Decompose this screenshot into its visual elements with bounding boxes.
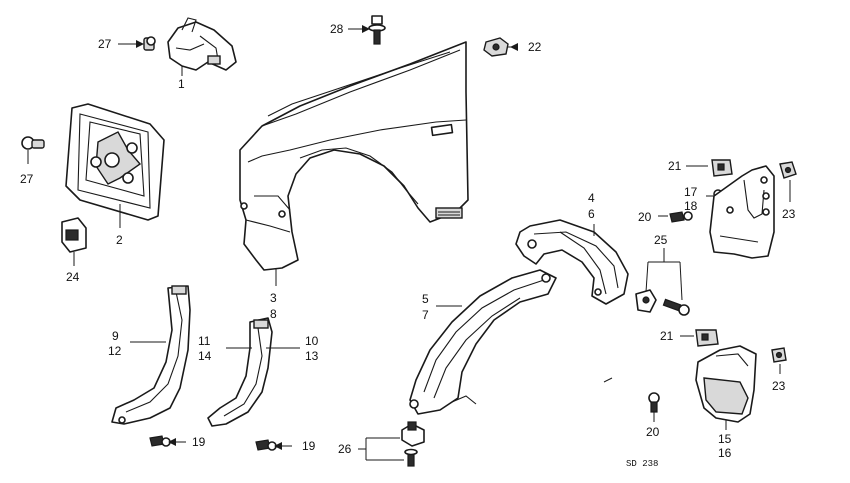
callout-7: 7 — [422, 308, 429, 322]
callout-14: 14 — [198, 349, 212, 363]
callout-20-top: 20 — [638, 210, 652, 224]
callout-18: 18 — [684, 199, 698, 213]
callout-19-right: 19 — [302, 439, 316, 453]
mudguard-15-16 — [695, 345, 757, 430]
callout-13: 13 — [305, 349, 319, 363]
bolt-28 — [348, 15, 386, 45]
callout-11: 11 — [198, 334, 211, 348]
nut-23-top — [779, 161, 797, 202]
callout-2: 2 — [116, 233, 123, 247]
callout-22: 22 — [528, 40, 542, 54]
callout-20-bottom: 20 — [646, 425, 660, 439]
screw-20-bottom — [648, 392, 660, 422]
callout-12: 12 — [108, 344, 122, 358]
mudguard-upper — [709, 165, 775, 259]
callout-17: 17 — [684, 185, 698, 199]
clip-21-top — [686, 159, 733, 177]
callout-21-bottom: 21 — [660, 329, 674, 343]
screw-19-right — [255, 439, 292, 451]
callout-28: 28 — [330, 22, 344, 36]
callout-25: 25 — [654, 233, 668, 247]
callout-5: 5 — [422, 292, 429, 306]
callout-27-left: 27 — [20, 172, 34, 186]
callout-10: 10 — [305, 334, 319, 348]
callout-9: 9 — [112, 329, 119, 343]
callout-4: 4 — [588, 191, 595, 205]
clip-bolt-26 — [358, 421, 425, 467]
callout-3: 3 — [270, 291, 277, 305]
clip-21-bottom — [680, 329, 719, 347]
callout-16: 16 — [718, 446, 732, 460]
diagram-code: SD 238 — [626, 459, 658, 469]
battery-tray-2 — [65, 103, 165, 228]
fender-liner-5-7 — [409, 269, 557, 415]
callout-6: 6 — [588, 207, 595, 221]
stray-mark — [603, 377, 613, 383]
screw-20-top — [658, 211, 693, 223]
callout-8: 8 — [270, 307, 277, 321]
callout-27-top: 27 — [98, 37, 112, 51]
splash-shield-4-6 — [515, 219, 629, 305]
callout-21-top: 21 — [668, 159, 682, 173]
front-fender-3-8 — [239, 41, 469, 286]
bracket-1 — [167, 17, 237, 76]
callout-26: 26 — [338, 442, 352, 456]
nut-23-bottom — [771, 347, 787, 374]
callout-1: 1 — [178, 77, 185, 91]
callout-19-left: 19 — [192, 435, 206, 449]
clip-bolt-25 — [635, 248, 690, 316]
garnish-10-13 — [207, 317, 300, 427]
garnish-9-12 — [111, 285, 191, 425]
clip-nut-22 — [483, 37, 518, 57]
callout-23-bottom: 23 — [772, 379, 786, 393]
bolt-27-top — [118, 36, 156, 51]
callout-15: 15 — [718, 432, 732, 446]
clamp-24 — [61, 217, 87, 266]
callout-24: 24 — [66, 270, 80, 284]
screw-19-left — [149, 435, 186, 447]
bolt-27-left — [21, 136, 45, 164]
callout-23-top: 23 — [782, 207, 796, 221]
